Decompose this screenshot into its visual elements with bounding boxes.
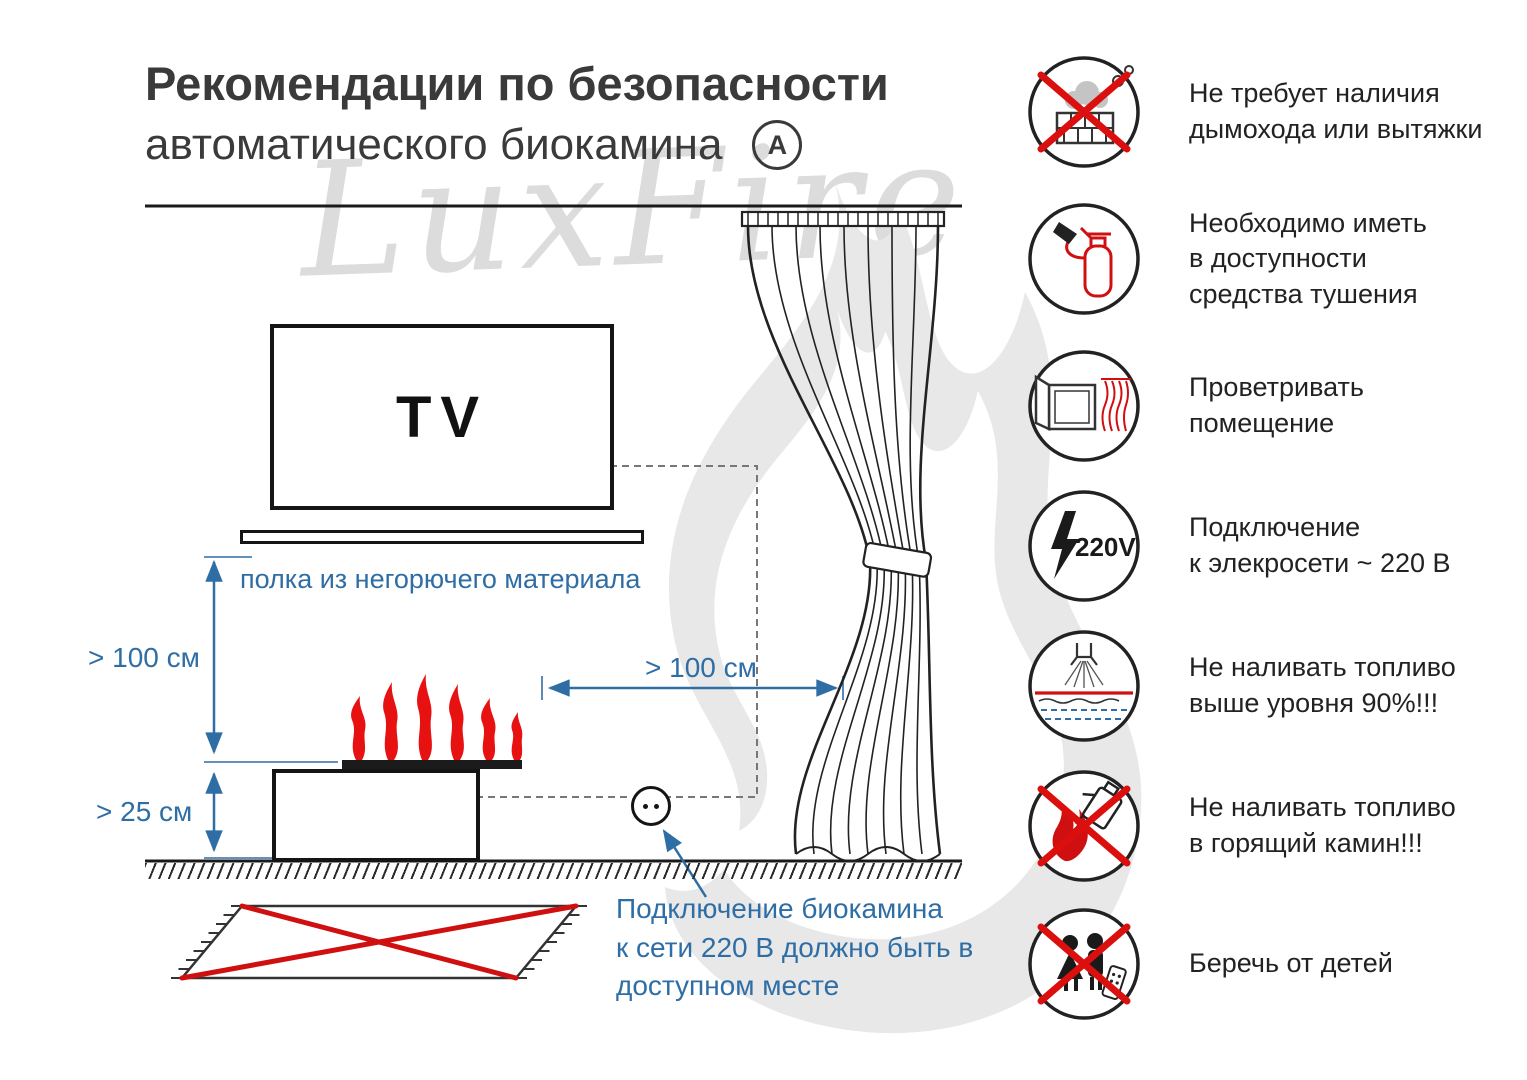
- auto-badge: A: [752, 120, 803, 170]
- prohibition-cross-icon: [179, 903, 579, 981]
- safety-caption: Не наливать топливо в горящий камин!!!: [1189, 792, 1456, 858]
- prohibition-cross-icon: [1037, 71, 1131, 153]
- keep-from-children-icon: [1025, 905, 1143, 1023]
- safety-caption: Проветривать помещение: [1189, 372, 1364, 438]
- page-title-line2: автоматического биокамина A: [145, 120, 803, 170]
- tv: TV: [270, 324, 614, 510]
- safety-caption: Не наливать топливо выше уровня 90%!!!: [1189, 652, 1456, 718]
- curtain: [740, 210, 946, 862]
- safety-item-no-chimney: Не требует наличия дымохода или вытяжки: [1025, 53, 1482, 171]
- safety-caption: Подключение к элекросети ~ 220 В: [1189, 512, 1451, 578]
- dim-shelf-to-fire-label: > 100 см: [88, 642, 200, 673]
- fireplace-box: [272, 769, 480, 862]
- safety-item-no-refuel: Не наливать топливо в горящий камин!!!: [1025, 767, 1456, 885]
- lightning-icon: [1051, 511, 1079, 579]
- extinguisher-icon: [1025, 200, 1143, 318]
- prohibition-cross-icon: [1037, 785, 1131, 867]
- voltage-label: 220V: [1075, 532, 1136, 562]
- outlet-note: Подключение биокамина к сети 220 В должн…: [616, 893, 974, 1002]
- dim-fire-to-curtain-label: > 100 см: [645, 652, 757, 683]
- shelf: [240, 530, 644, 544]
- ventilate-icon: [1025, 347, 1143, 465]
- safety-item-power: 220V Подключение к элекросети ~ 220 В: [1025, 487, 1451, 605]
- prohibition-cross-icon: [1037, 923, 1131, 1005]
- safety-item-children: Беречь от детей: [1025, 905, 1393, 1023]
- floor-hatching: [145, 863, 962, 879]
- dim-fire-to-floor-label: > 25 см: [96, 796, 193, 827]
- safety-caption: Не требует наличия дымохода или вытяжки: [1189, 78, 1483, 144]
- power-outlet-icon: [631, 786, 671, 826]
- page-title-line2-text: автоматического биокамина: [145, 120, 723, 169]
- safety-item-extinguisher: Необходимо иметь в доступности средства …: [1025, 200, 1427, 318]
- safety-caption: Необходимо иметь в доступности средства …: [1189, 207, 1427, 309]
- shelf-label: полка из негорючего материала: [240, 564, 641, 594]
- safety-item-ventilate: Проветривать помещение: [1025, 347, 1364, 465]
- safety-caption: Беречь от детей: [1189, 948, 1393, 979]
- safety-item-fuel-level: Не наливать топливо выше уровня 90%!!!: [1025, 627, 1456, 745]
- no-chimney-icon: [1025, 53, 1143, 171]
- fire-flames-icon: [351, 674, 523, 760]
- curtain-tieback: [862, 541, 933, 578]
- fuel-level-icon: [1025, 627, 1143, 745]
- power-220v-icon: 220V: [1025, 487, 1143, 605]
- no-carpet-icon: [171, 903, 587, 981]
- burner: [342, 760, 522, 769]
- no-refuel-burning-icon: [1025, 767, 1143, 885]
- page-title-line1: Рекомендации по безопасности: [145, 57, 889, 110]
